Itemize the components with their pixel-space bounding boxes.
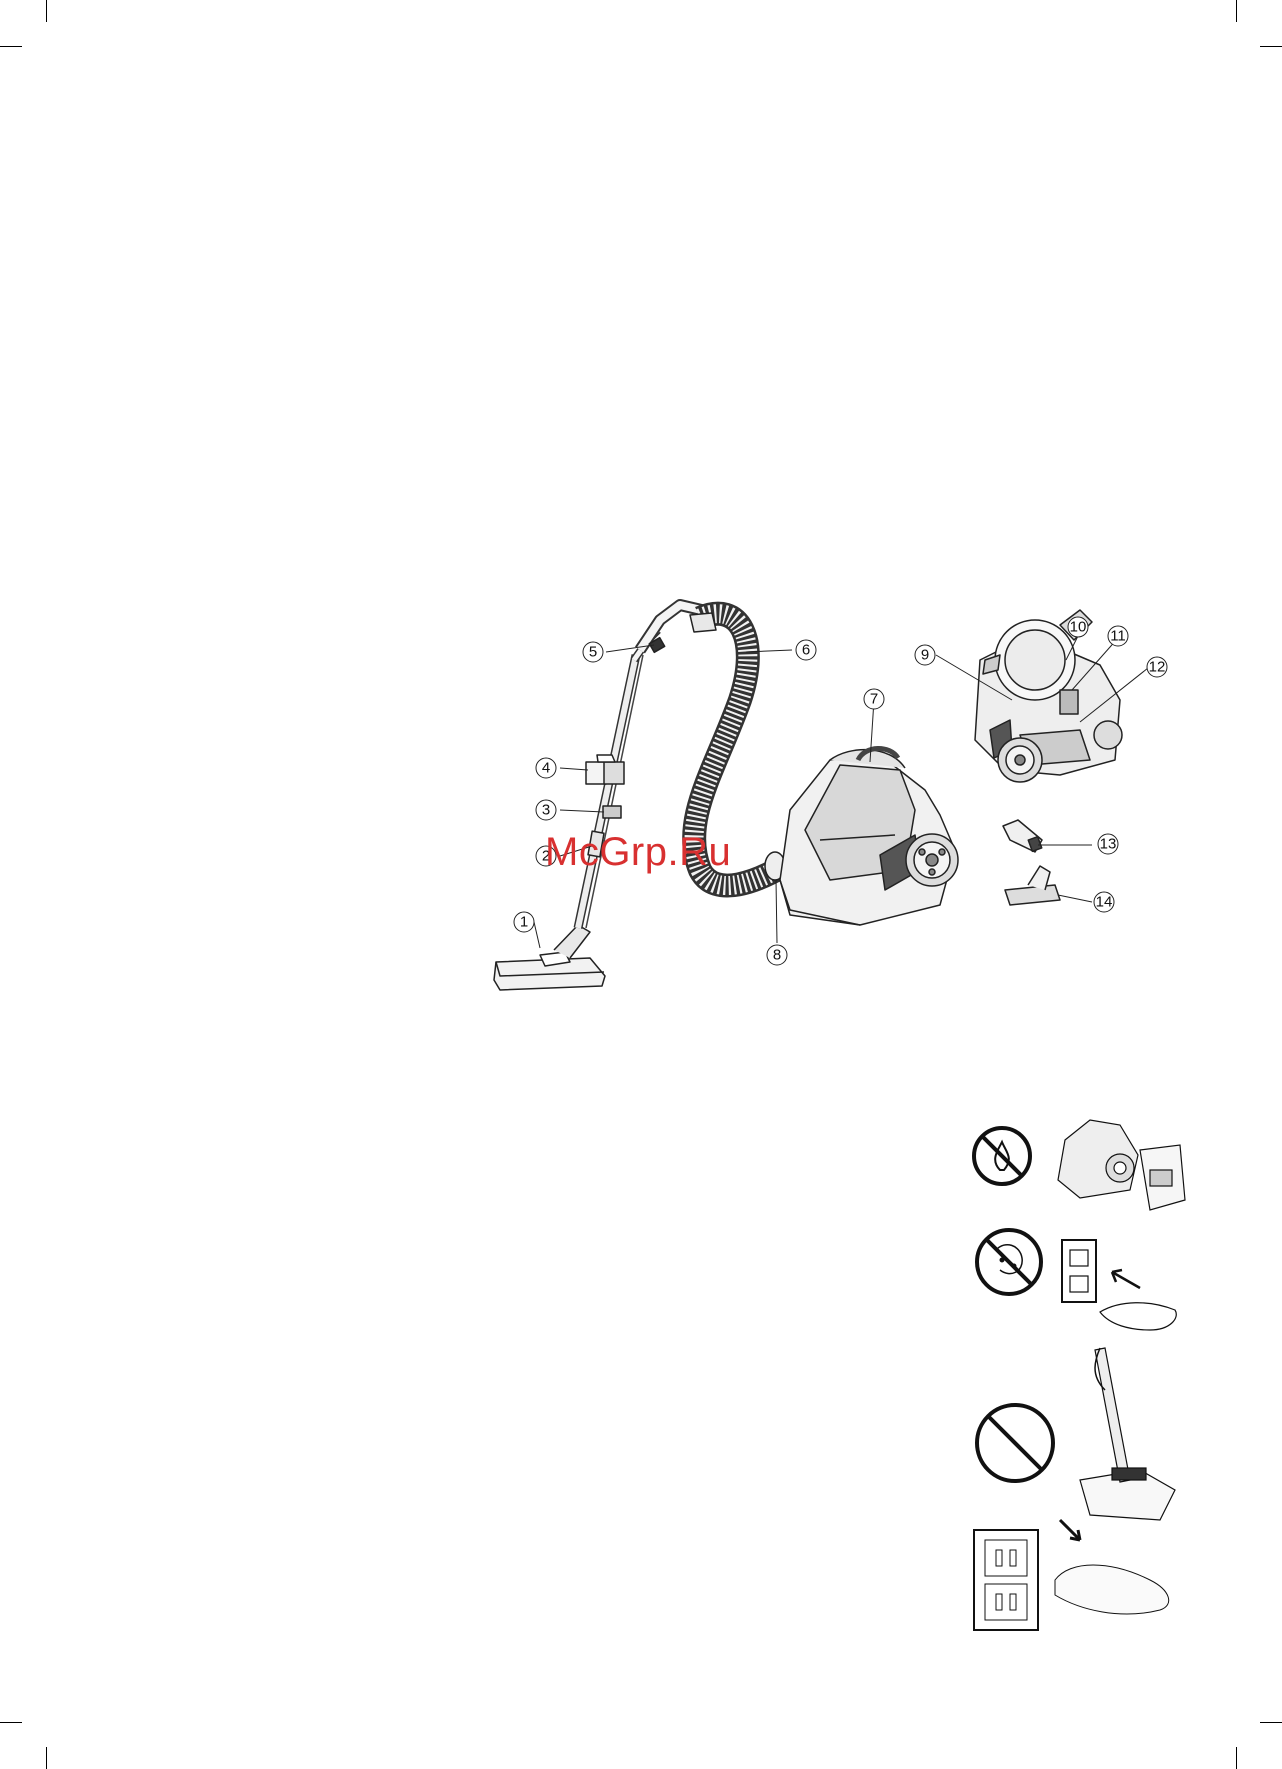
callout-1: 1 [514,912,534,932]
vacuum-body [780,748,958,925]
svg-text:3: 3 [542,802,550,819]
svg-text:12: 12 [1149,659,1166,676]
svg-text:14: 14 [1096,894,1113,911]
svg-text:4: 4 [542,760,550,777]
safety-pictograms [974,1120,1185,1630]
svg-text:13: 13 [1100,836,1117,853]
callout-4: 4 [536,758,556,778]
svg-text:6: 6 [802,642,810,659]
callout-9: 9 [915,645,935,665]
no-wet-hands-icon [977,1230,1041,1294]
svg-text:9: 9 [921,647,929,664]
callout-7: 7 [864,689,884,709]
callout-5: 5 [583,642,603,662]
callout-13: 13 [1098,834,1118,854]
callout-14: 14 [1094,892,1114,912]
svg-text:8: 8 [773,947,781,964]
wall-socket-with-hand-illustration [1062,1240,1176,1330]
callout-10: 10 [1068,617,1088,637]
callout-8: 8 [767,945,787,965]
svg-text:1: 1 [520,914,528,931]
watermark-text: McGrp.Ru [545,830,731,875]
upholstery-nozzle [1005,866,1060,905]
callout-3: 3 [536,800,556,820]
dustbin-open-view [975,610,1122,782]
prohibited-icon [977,1405,1053,1481]
vacuuming-wet-floor-illustration [1080,1348,1175,1520]
floor-brush [494,925,605,990]
tube-release-button [603,806,621,818]
vacuum-near-heater-illustration [1058,1120,1185,1210]
callout-11: 11 [1108,626,1128,646]
crevice-nozzle [1003,820,1042,852]
svg-text:7: 7 [870,691,878,708]
svg-text:5: 5 [589,644,597,661]
no-fire-icon [974,1128,1030,1184]
callout-6: 6 [796,640,816,660]
svg-text:11: 11 [1110,628,1126,645]
svg-text:10: 10 [1070,619,1087,636]
callout-12: 12 [1147,657,1167,677]
unplug-icon [974,1520,1169,1630]
vacuum-cleaner-illustration [494,605,1122,990]
